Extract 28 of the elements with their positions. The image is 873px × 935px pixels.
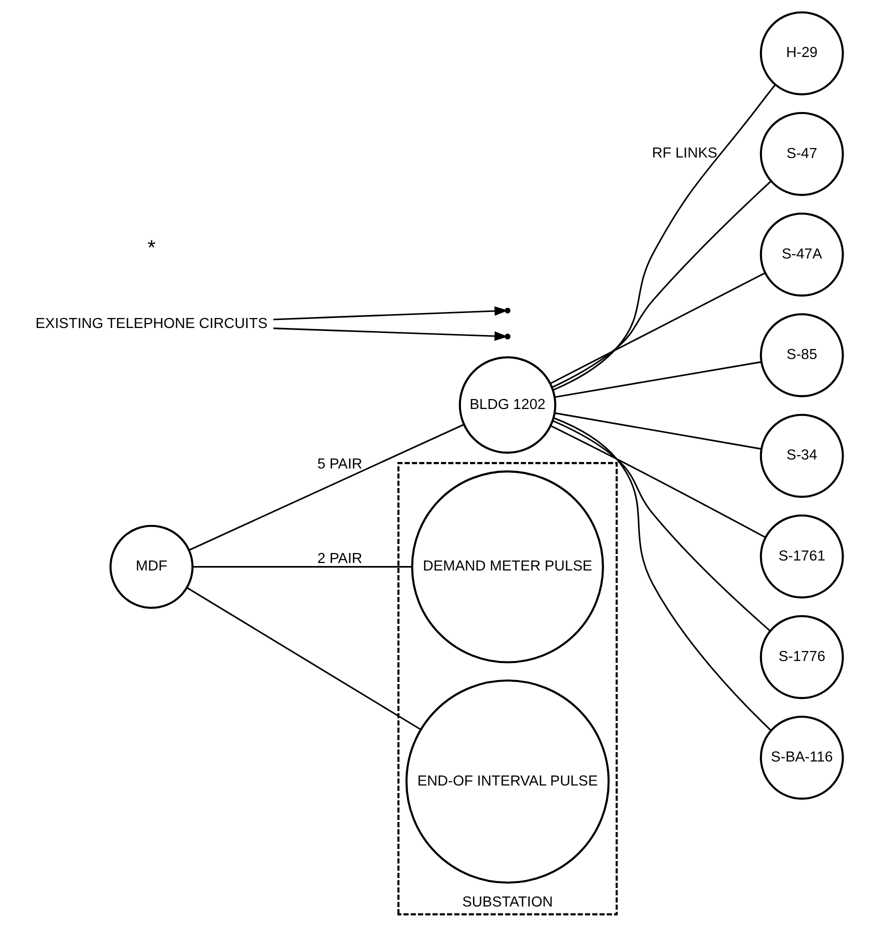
node-circle: S-1776 [760,615,844,700]
node-circle: S-1761 [760,514,844,598]
node-circle: H-29 [760,11,844,96]
edge-label: 2 PAIR [317,550,362,567]
connector [553,417,772,732]
node-label: * [147,236,156,260]
node-circle: S-BA-116 [760,716,844,800]
connector [554,361,762,398]
connector [552,420,771,632]
node-circle: END-OF INTERVAL PULSE [405,679,610,884]
edge-label: RF LINKS [652,145,718,162]
node-circle: S-47A [760,212,844,297]
node-circle: BLDG 1202 [458,356,556,454]
edge-label: 5 PAIR [317,456,362,472]
connector [192,566,412,568]
connector [188,424,464,551]
connector [550,425,766,538]
node-circle: S-47 [760,112,844,196]
connector [552,84,776,391]
node-circle: S-85 [760,313,844,398]
connector [186,587,422,730]
connector [552,180,772,388]
connector [550,272,766,384]
node-circle: MDF [110,524,194,609]
node-circle: DEMAND METER PULSE [411,470,604,664]
node-circle: S-34 [760,414,844,498]
node-text: EXISTING TELEPHONE CIRCUITS [36,316,268,332]
connector [554,412,762,450]
